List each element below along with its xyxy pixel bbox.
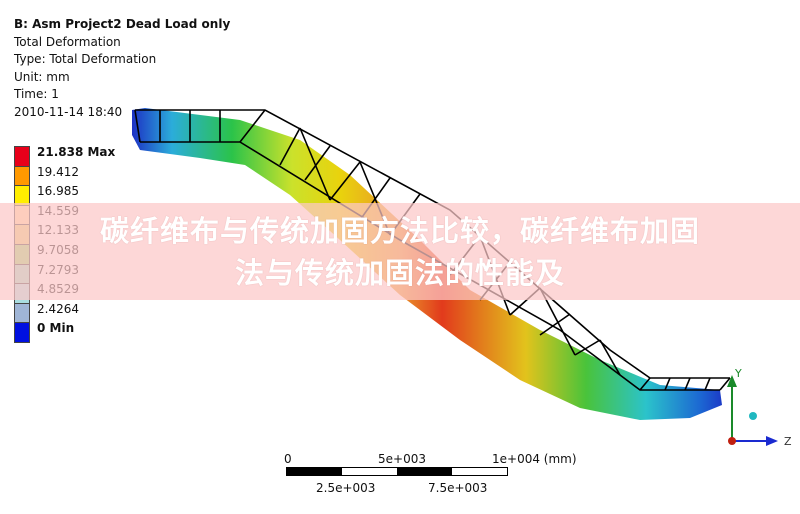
legend-min-label: 0 Min xyxy=(37,321,75,336)
legend-swatch xyxy=(14,322,30,343)
legend-label: 2.4264 xyxy=(37,301,79,316)
result-unit: Unit: mm xyxy=(14,69,70,84)
legend-label: 16.985 xyxy=(37,184,79,199)
origin-x-axis-icon xyxy=(728,437,736,445)
result-type: Type: Total Deformation xyxy=(14,52,157,67)
legend-label: 19.412 xyxy=(37,164,79,179)
scale-label-5e3: 5e+003 xyxy=(378,452,426,466)
axis-triad[interactable]: Y Z xyxy=(720,365,800,455)
y-axis-arrow-icon xyxy=(727,375,737,387)
z-axis-arrow-icon xyxy=(766,436,778,446)
result-name: Total Deformation xyxy=(14,34,121,49)
view-center-icon xyxy=(749,412,757,420)
scale-label-2.5e3: 2.5e+003 xyxy=(316,481,376,495)
scale-label-0: 0 xyxy=(284,452,292,466)
scale-bar-graphic xyxy=(286,467,508,476)
scale-label-1e4: 1e+004 (mm) xyxy=(492,452,577,466)
z-axis-label: Z xyxy=(784,435,792,448)
banner-headline: 碳纤维布与传统加固方法比较，碳纤维布加固 法与传统加固法的性能及 xyxy=(0,210,800,294)
banner-line-1: 碳纤维布与传统加固方法比较，碳纤维布加固 xyxy=(99,214,700,248)
analysis-title: B: Asm Project2 Dead Load only xyxy=(14,17,231,31)
result-time: Time: 1 xyxy=(14,87,59,102)
result-timestamp: 2010-11-14 18:40 xyxy=(14,104,123,119)
y-axis-label: Y xyxy=(734,367,742,380)
title-banner-overlay xyxy=(0,203,800,300)
banner-line-2: 法与传统加固法的性能及 xyxy=(234,256,565,290)
legend-max-label: 21.838 Max xyxy=(37,145,116,159)
result-info-panel: B: Asm Project2 Dead Load only Total Def… xyxy=(14,16,230,122)
scale-label-7.5e3: 7.5e+003 xyxy=(428,481,488,495)
